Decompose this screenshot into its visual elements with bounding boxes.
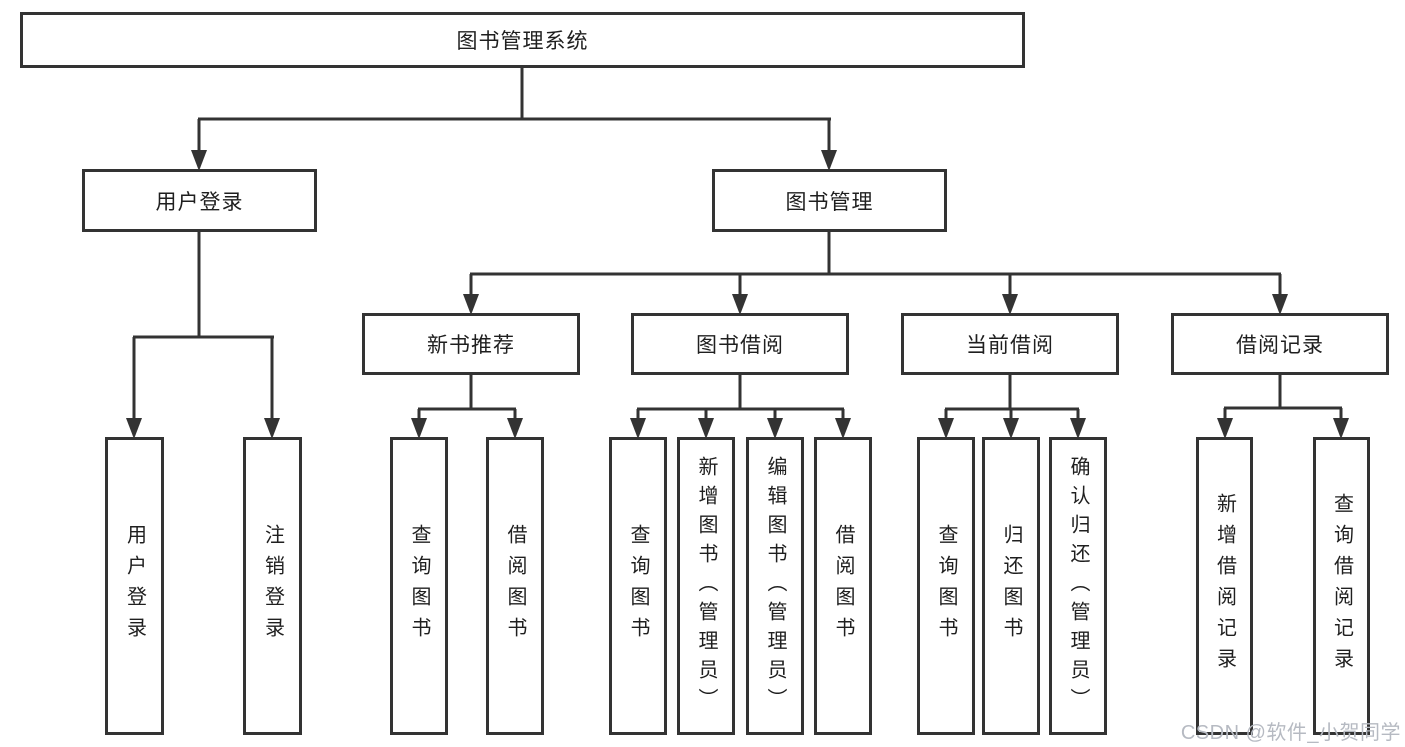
leaf-label: 查询图书 bbox=[935, 524, 957, 648]
arrowhead bbox=[507, 418, 523, 439]
arrowhead bbox=[767, 418, 783, 439]
arrowhead bbox=[191, 150, 207, 171]
leaf-query-books: 查询图书 bbox=[390, 437, 448, 735]
node-user-login: 用户登录 bbox=[82, 169, 317, 232]
node-current-borrowing: 当前借阅 bbox=[901, 313, 1119, 375]
arrowhead bbox=[264, 418, 280, 439]
node-book-management: 图书管理 bbox=[712, 169, 947, 232]
leaf-label: 借阅图书 bbox=[832, 524, 854, 648]
leaf-return-books: 归还图书 bbox=[982, 437, 1040, 735]
leaf-label: 编辑图书（管理员） bbox=[764, 455, 786, 717]
arrowhead bbox=[835, 418, 851, 439]
leaf-add-books-admin: 新增图书（管理员） bbox=[677, 437, 735, 735]
leaf-label: 借阅图书 bbox=[504, 524, 526, 648]
leaf-label: 注销登录 bbox=[261, 524, 284, 648]
leaf-label: 新增借阅记录 bbox=[1213, 493, 1236, 679]
leaf-query-borrow-record: 查询借阅记录 bbox=[1313, 437, 1370, 735]
leaf-user-login: 用户登录 bbox=[105, 437, 164, 735]
arrowhead bbox=[463, 294, 479, 315]
arrowhead bbox=[732, 294, 748, 315]
leaf-label: 用户登录 bbox=[123, 524, 146, 648]
leaf-label: 新增图书（管理员） bbox=[695, 455, 717, 717]
leaf-query-books: 查询图书 bbox=[609, 437, 667, 735]
node-borrowing-records: 借阅记录 bbox=[1171, 313, 1389, 375]
arrowhead bbox=[1333, 418, 1349, 439]
leaf-label: 查询借阅记录 bbox=[1330, 493, 1353, 679]
leaf-confirm-return-admin: 确认归还（管理员） bbox=[1049, 437, 1107, 735]
arrowhead bbox=[1217, 418, 1233, 439]
leaf-query-books: 查询图书 bbox=[917, 437, 975, 735]
leaf-borrow-books: 借阅图书 bbox=[814, 437, 872, 735]
leaf-borrow-books: 借阅图书 bbox=[486, 437, 544, 735]
arrowhead bbox=[1003, 418, 1019, 439]
arrowhead bbox=[1070, 418, 1086, 439]
node-root-system: 图书管理系统 bbox=[20, 12, 1025, 68]
arrowhead bbox=[126, 418, 142, 439]
arrowhead bbox=[821, 150, 837, 171]
arrowhead bbox=[938, 418, 954, 439]
arrowhead bbox=[698, 418, 714, 439]
leaf-label: 归还图书 bbox=[1000, 524, 1022, 648]
leaf-label: 确认归还（管理员） bbox=[1067, 455, 1089, 717]
leaf-label: 查询图书 bbox=[627, 524, 649, 648]
arrowheads bbox=[126, 150, 1349, 439]
arrowhead bbox=[630, 418, 646, 439]
node-book-borrowing: 图书借阅 bbox=[631, 313, 849, 375]
leaf-label: 查询图书 bbox=[408, 524, 430, 648]
node-new-book-recommend: 新书推荐 bbox=[362, 313, 580, 375]
arrowhead bbox=[411, 418, 427, 439]
csdn-watermark: CSDN @软件_小贺同学 bbox=[1180, 722, 1401, 744]
leaf-logout: 注销登录 bbox=[243, 437, 302, 735]
leaf-add-borrow-record: 新增借阅记录 bbox=[1196, 437, 1253, 735]
leaf-edit-books-admin: 编辑图书（管理员） bbox=[746, 437, 804, 735]
arrowhead bbox=[1272, 294, 1288, 315]
arrowhead bbox=[1002, 294, 1018, 315]
